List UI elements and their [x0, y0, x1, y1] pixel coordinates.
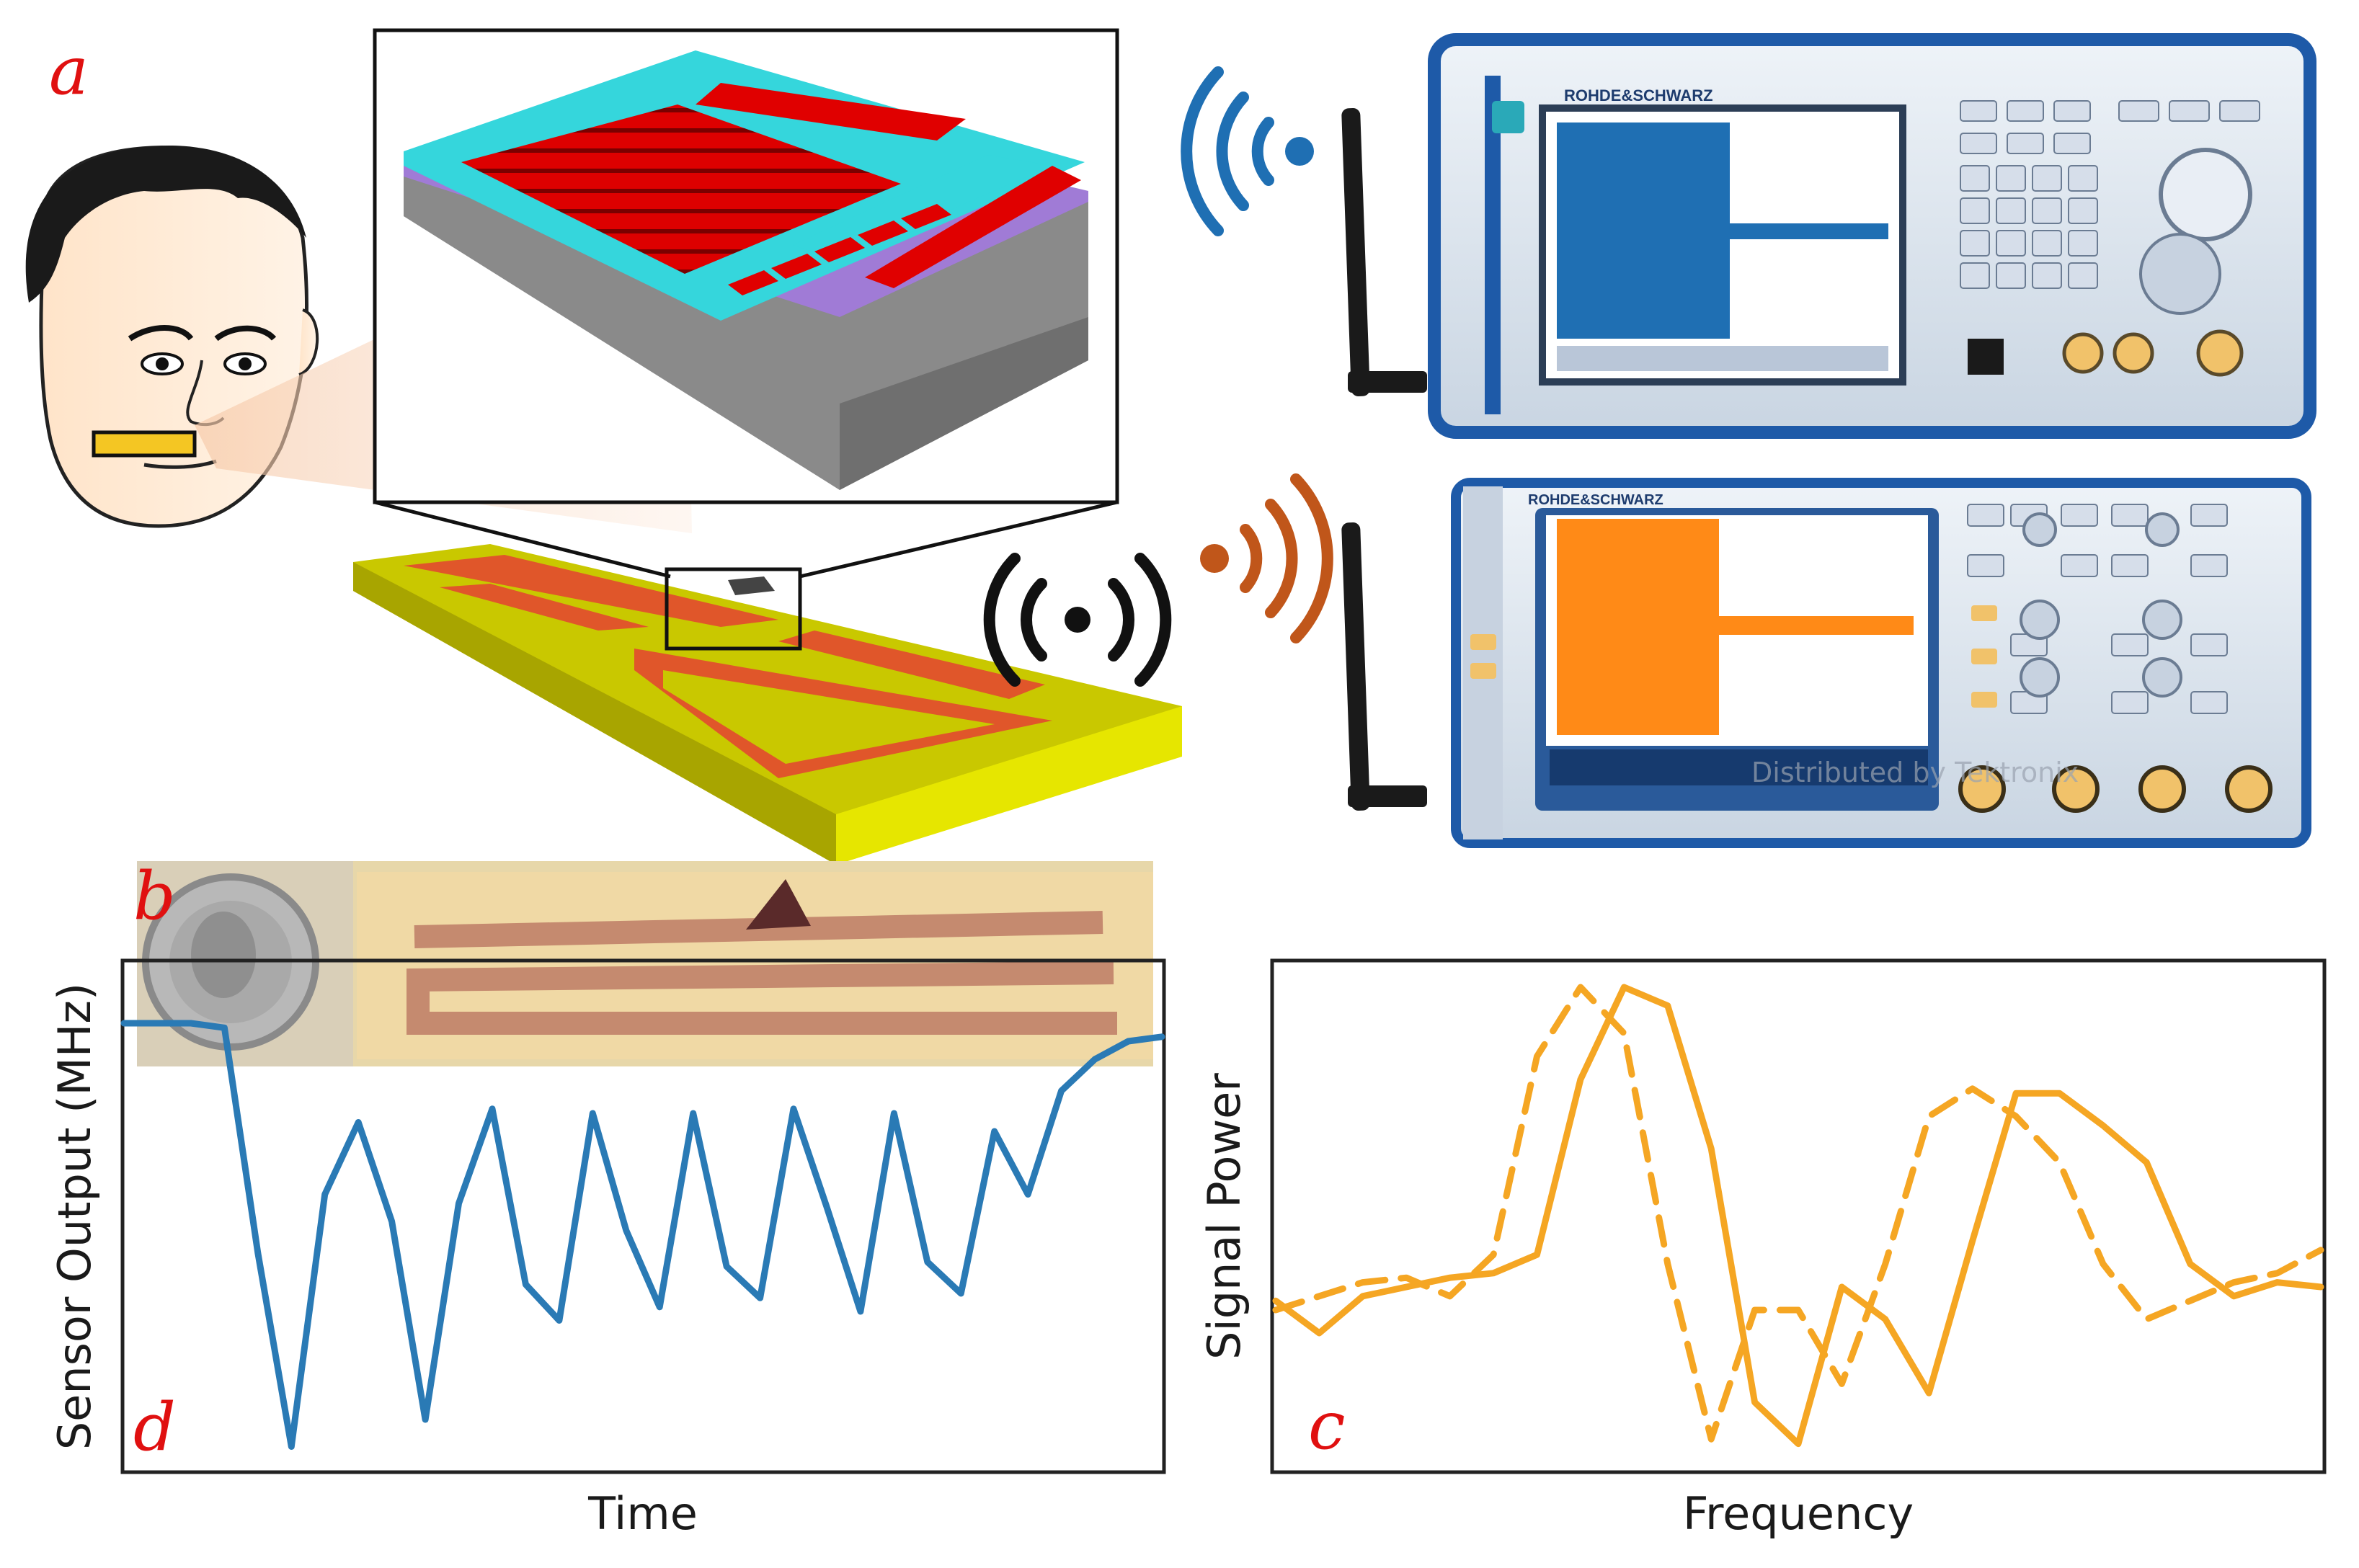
chart-d-ylabel: Sensor Output (MHz): [48, 983, 101, 1450]
antenna-board: [353, 544, 1182, 865]
chart-c-series-2-line: [1272, 984, 2324, 1443]
chart-d-frame: [120, 958, 1166, 1474]
chart-c: Frequency Signal Power c: [1198, 958, 2327, 1540]
device-photo: [137, 861, 1153, 1066]
wifi-signal-blue-icon: [1181, 66, 1314, 236]
generator-brand: ROHDE&SCHWARZ: [1564, 86, 1713, 104]
panel-letter-a: a: [49, 32, 89, 110]
wifi-signal-orange-icon: [1200, 473, 1333, 643]
chart-d-series-1-line: [120, 1020, 1165, 1450]
sensor-chip-inset: [373, 28, 1119, 504]
chart-d-xlabel: Time: [587, 1487, 698, 1540]
sensor-mustache: [92, 430, 197, 458]
chart-c-frame: [1270, 958, 2327, 1474]
wireless-broadcast-icon: [983, 553, 1172, 687]
signal-generator: ROHDE&SCHWARZ: [1428, 33, 2316, 439]
chart-c-series-1-line: [1272, 984, 2324, 1448]
chart-c-xlabel: Frequency: [1683, 1487, 1914, 1540]
panel-letter-d: d: [133, 1389, 176, 1466]
face-illustration: [25, 145, 319, 528]
watermark: Distributed by Tektronix: [1751, 757, 2079, 788]
panel-letter-b: b: [133, 858, 176, 935]
panel-letter-c: c: [1308, 1387, 1346, 1464]
chart-c-ylabel: Signal Power: [1198, 1073, 1250, 1360]
antenna-icon: [1341, 108, 1427, 811]
oscilloscope-brand: ROHDE&SCHWARZ: [1528, 492, 1663, 508]
oscilloscope: ROHDE&SCHWARZ Distributed by Tektronix: [1451, 478, 2311, 848]
chart-d: Time Sensor Output (MHz) d: [48, 958, 1166, 1540]
